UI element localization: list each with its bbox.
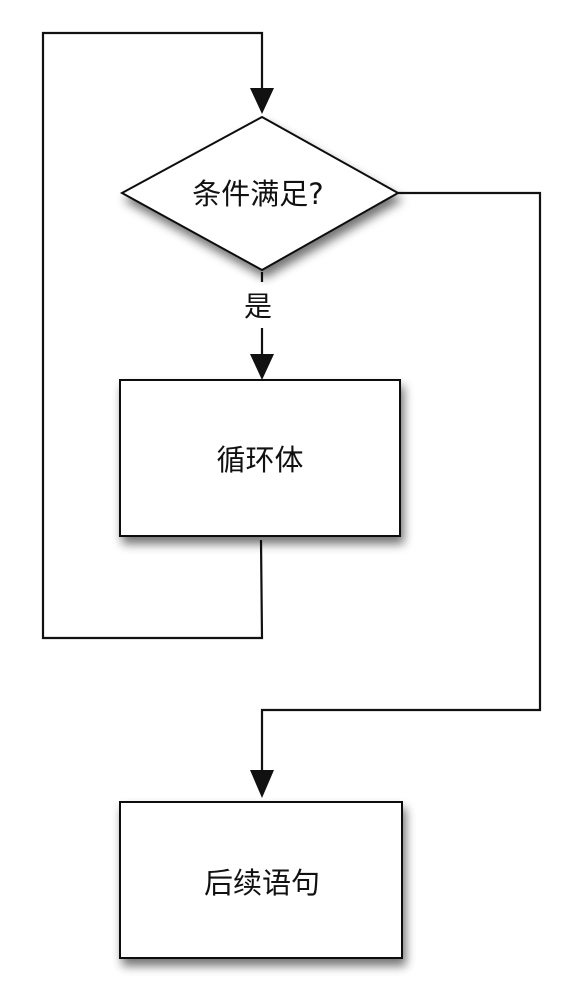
exit-arrowhead xyxy=(250,770,274,798)
next-statement-box xyxy=(119,801,403,959)
next-statement-label: 后续语句 xyxy=(204,866,320,900)
decision-label: 条件满足? xyxy=(192,177,323,211)
loop-body-node xyxy=(119,379,401,537)
decision-diamond xyxy=(119,115,401,272)
loop-body-box xyxy=(119,379,401,537)
loop-back-edge xyxy=(41,31,264,640)
exit-edge xyxy=(260,191,542,772)
decision-node xyxy=(119,115,401,272)
loop-body-label: 循环体 xyxy=(216,443,303,477)
next-statement-node xyxy=(119,801,403,959)
yes-arrowhead xyxy=(250,354,274,380)
yes-label: 是 xyxy=(244,290,272,323)
loop-back-arrowhead xyxy=(250,88,274,114)
